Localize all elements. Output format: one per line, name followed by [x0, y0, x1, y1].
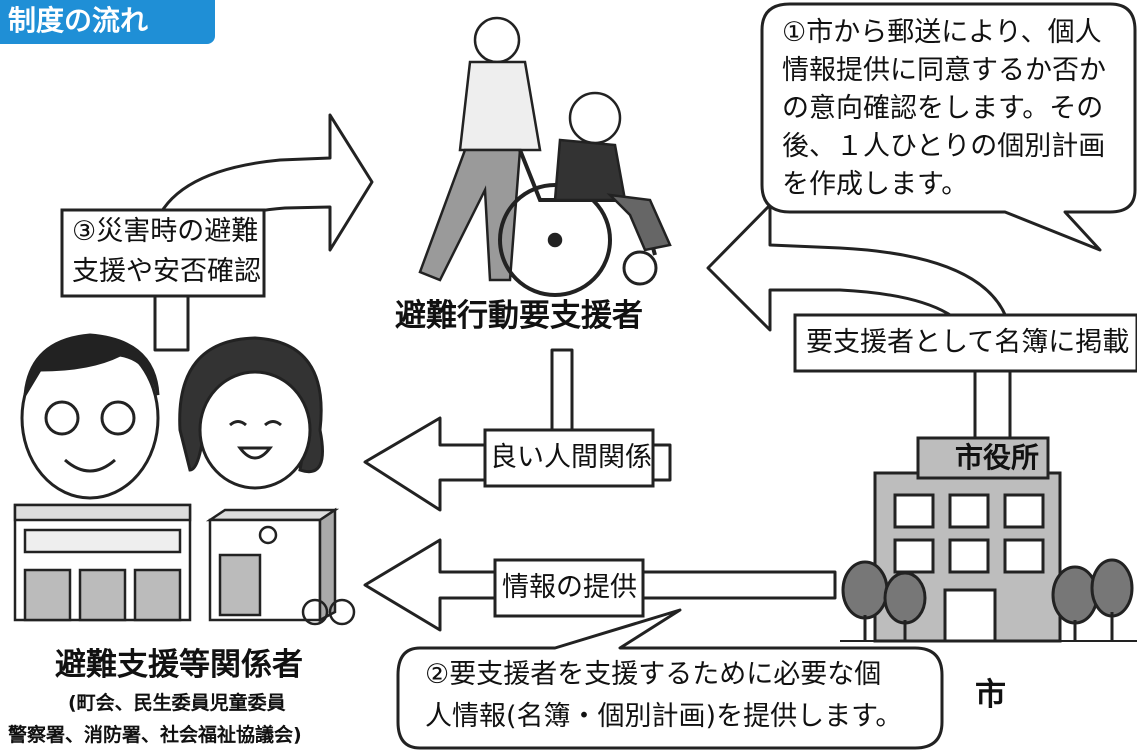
section-title: 制度の流れ — [8, 4, 149, 37]
info-provide-box — [493, 558, 645, 618]
helper-legs — [418, 148, 522, 282]
bicycle-wheel-1 — [301, 598, 329, 626]
supporters-node-title: 避難支援等関係者 — [55, 647, 303, 683]
bubble1-line-3: の意向確認をします。その — [782, 93, 1104, 124]
city-hall-illustration — [840, 436, 1137, 643]
cityhall-sign: 市役所 — [955, 441, 1040, 474]
tree — [1090, 558, 1134, 618]
man-mouth — [64, 458, 116, 473]
cityhall-window — [1003, 493, 1045, 529]
man-face-illustration — [20, 333, 160, 500]
speech-bubble-city-mail — [760, 2, 1137, 252]
register-box — [793, 313, 1137, 373]
bubble1-line-4: 後、１人ひとりの個別計画 — [782, 131, 1106, 162]
cityhall-window — [893, 538, 935, 574]
cityhall-window — [1003, 538, 1045, 574]
info-provide-label: 情報の提供 — [502, 572, 637, 603]
register-label: 要支援者として名簿に掲載 — [806, 327, 1130, 358]
wheelchair-hub — [547, 232, 563, 248]
helper-head — [473, 16, 521, 64]
bubble1-line-1: ①市から郵送により、個人 — [782, 17, 1102, 48]
police-roof — [205, 508, 340, 522]
bubble2-line-1: ②要支援者を支援するために必要な個 — [425, 659, 882, 690]
wheelchair-front-wheel — [622, 250, 658, 286]
station-roof — [13, 503, 192, 522]
cityhall-sign-block — [916, 436, 1050, 480]
station-windows — [23, 528, 182, 554]
person-node-label: 避難行動要支援者 — [395, 298, 643, 334]
relationship-box — [483, 428, 655, 488]
man-glasses-left — [44, 400, 80, 436]
bubble1-line-5: を作成します。 — [782, 169, 969, 200]
speech-bubble-provide-info — [396, 608, 944, 750]
police-box-illustration — [205, 507, 356, 626]
station-garage-mid — [78, 568, 127, 622]
supporters-subtitle-2: 警察署、消防署、社会福祉協議会) — [8, 724, 302, 746]
cityhall-door — [943, 588, 997, 643]
section-title-tab: 制度の流れ — [0, 0, 215, 44]
tree — [841, 560, 889, 620]
woman-eye-left — [229, 420, 247, 427]
relationship-label: 良い人間関係 — [490, 442, 652, 473]
man-glasses-right — [100, 400, 136, 436]
supporters-subtitle-1: (町会、民生委員児童委員 — [68, 692, 286, 714]
man-hair — [23, 333, 160, 396]
elder-head — [568, 91, 622, 145]
bubble1-line-2: 情報提供に同意するか否か — [782, 55, 1106, 86]
elder-legs — [606, 193, 672, 252]
station-garage-left — [23, 568, 72, 622]
helper-body — [458, 60, 542, 152]
elder-body — [553, 138, 627, 202]
disaster-support-line-1: ③災害時の避難 — [72, 216, 259, 247]
wheelchair-illustration — [418, 16, 672, 297]
bicycle-wheel-2 — [328, 598, 356, 626]
disaster-support-line-2: 支援や安否確認 — [72, 256, 261, 287]
woman-eye-right — [264, 420, 282, 427]
fire-station-illustration — [13, 503, 192, 622]
woman-mouth — [236, 446, 274, 460]
police-door — [218, 553, 262, 617]
woman-face-illustration — [178, 336, 324, 490]
police-side — [318, 507, 337, 623]
woman-face — [198, 370, 312, 490]
cityhall-window — [948, 493, 990, 529]
tree — [883, 571, 927, 625]
disaster-support-box — [60, 208, 266, 298]
bubble2-line-2: 人情報(名簿・個別計画)を提供します。 — [425, 701, 903, 732]
tree — [1051, 565, 1099, 625]
station-garage-right — [133, 568, 182, 622]
cityhall-window — [893, 493, 935, 529]
city-node-label: 市 — [975, 677, 1006, 713]
cityhall-window — [948, 538, 990, 574]
police-emblem — [258, 525, 278, 545]
